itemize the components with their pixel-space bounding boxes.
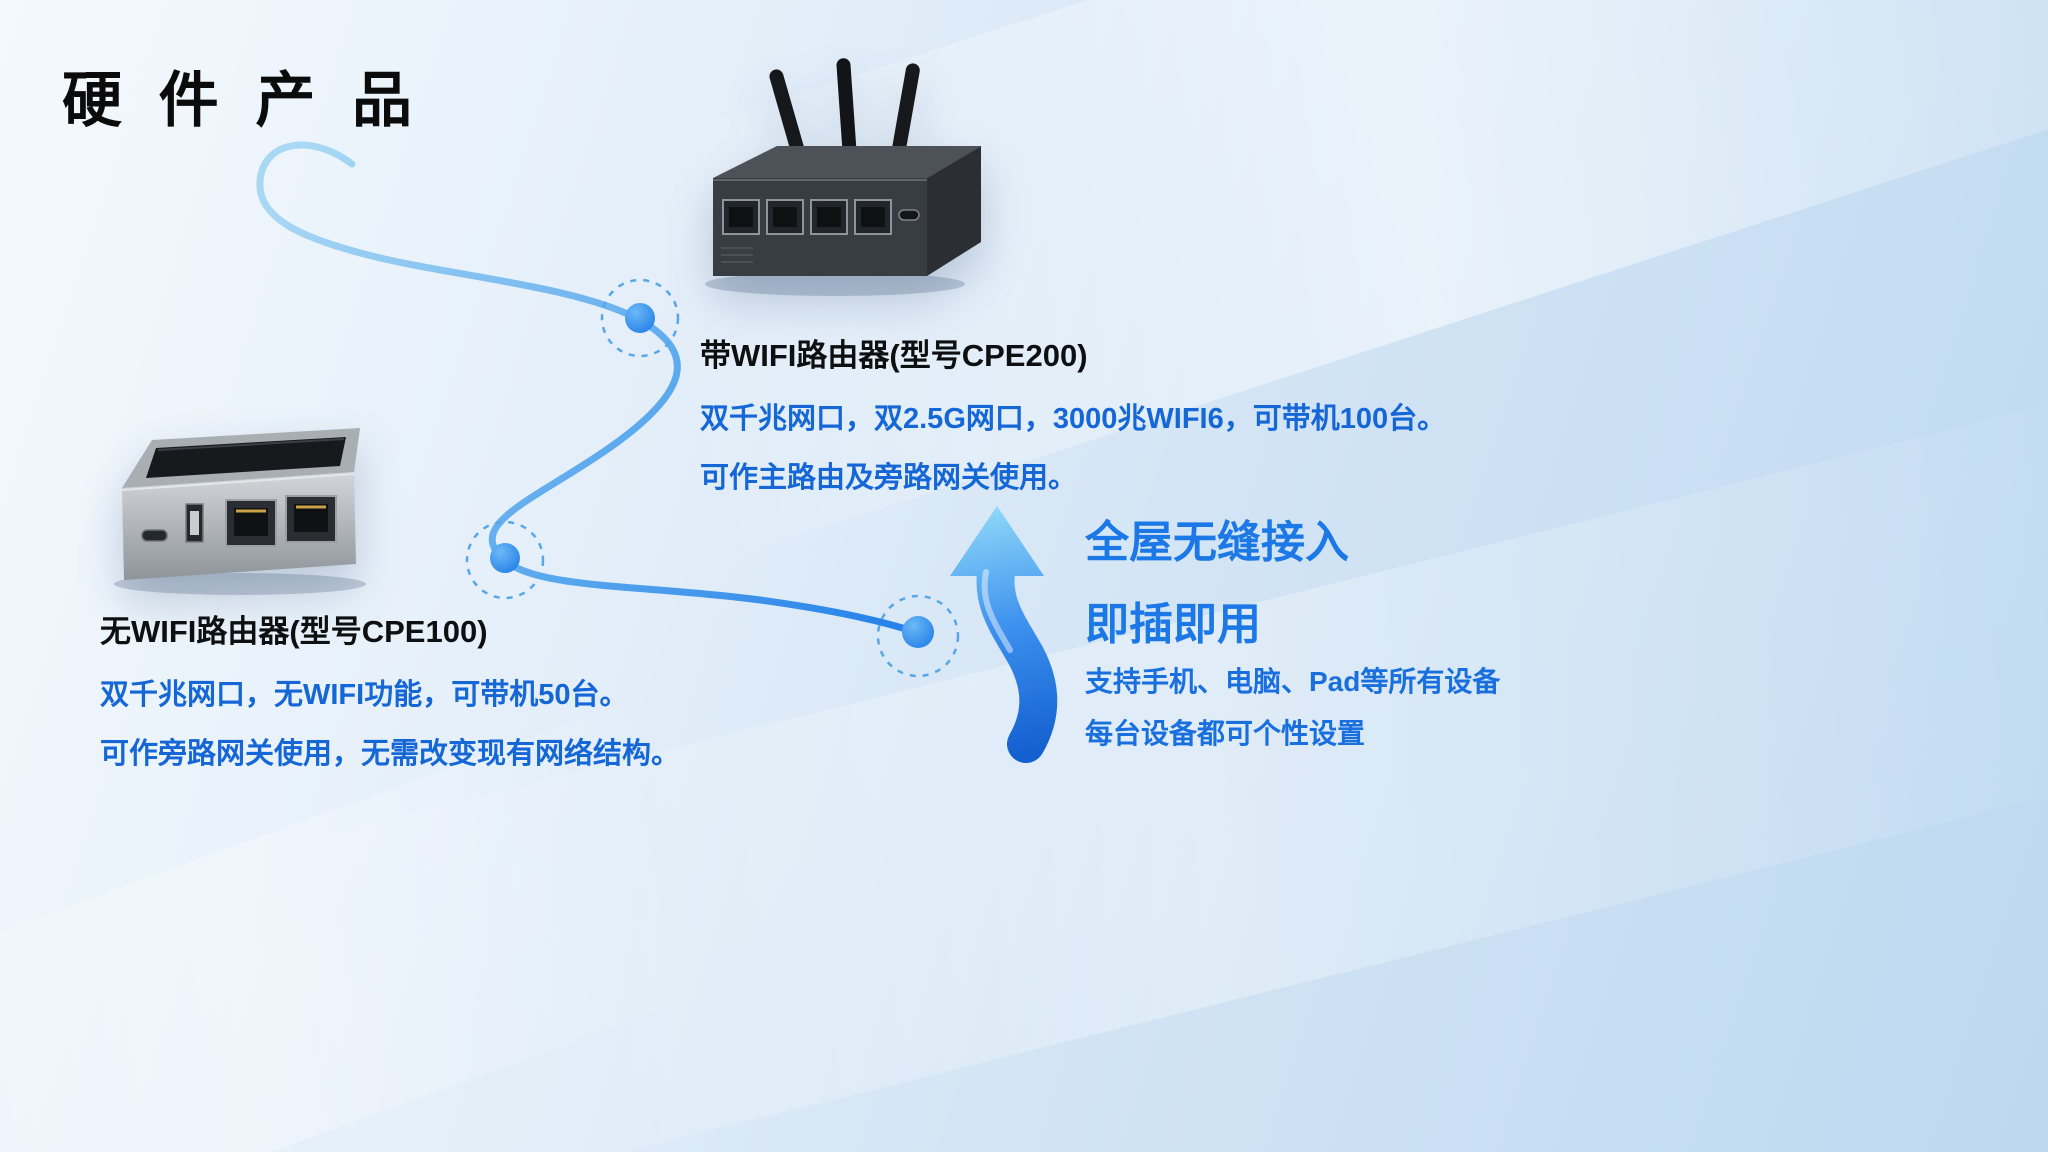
product-name: 带WIFI路由器(型号CPE200) bbox=[700, 338, 1088, 373]
product-name: 无WIFI路由器(型号CPE100) bbox=[100, 614, 488, 649]
ethernet-ports bbox=[722, 199, 892, 235]
product-desc-line: 双千兆网口，双2.5G网口，3000兆WIFI6，可带机100台。 bbox=[700, 403, 1447, 435]
router-cpe100-drawing bbox=[114, 428, 366, 595]
product-desc-line: 双千兆网口，无WIFI功能，可带机50台。 bbox=[100, 679, 629, 711]
highlight-headline: 即插即用 bbox=[1085, 600, 1261, 649]
usb-c-port bbox=[898, 209, 920, 221]
highlight-point: 支持手机、电脑、Pad等所有设备 bbox=[1085, 666, 1501, 697]
connection-node-ring bbox=[600, 278, 680, 358]
connection-node-ring bbox=[876, 594, 960, 678]
product-info-cpe100: 无WIFI路由器(型号CPE100) 双千兆网口，无WIFI功能，可带机50台。… bbox=[100, 606, 800, 789]
usb-a-port bbox=[185, 503, 204, 543]
page-title: 硬 件 产 品 bbox=[62, 67, 423, 134]
antenna-icon bbox=[769, 58, 920, 167]
usb-c-port bbox=[141, 529, 168, 542]
ethernet-ports bbox=[225, 495, 337, 547]
connection-node bbox=[902, 616, 934, 648]
router-cpe100-image bbox=[108, 412, 378, 607]
product-info-cpe200: 带WIFI路由器(型号CPE200) 双千兆网口，双2.5G网口，3000兆WI… bbox=[700, 330, 1500, 513]
product-desc-line: 可作旁路网关使用，无需改变现有网络结构。 bbox=[100, 738, 681, 770]
highlight-headline: 全屋无缝接入 bbox=[1085, 518, 1349, 567]
vent-slots bbox=[721, 247, 753, 263]
highlight-point: 每台设备都可个性设置 bbox=[1085, 718, 1366, 749]
connection-node bbox=[490, 543, 520, 573]
router-cpe200-image bbox=[695, 50, 995, 305]
product-desc-line: 可作主路由及旁路网关使用。 bbox=[700, 462, 1078, 494]
connection-node bbox=[625, 303, 655, 333]
up-arrow-icon bbox=[950, 506, 1058, 763]
connection-node-ring bbox=[465, 520, 545, 600]
router-cpe200-drawing bbox=[705, 58, 981, 296]
